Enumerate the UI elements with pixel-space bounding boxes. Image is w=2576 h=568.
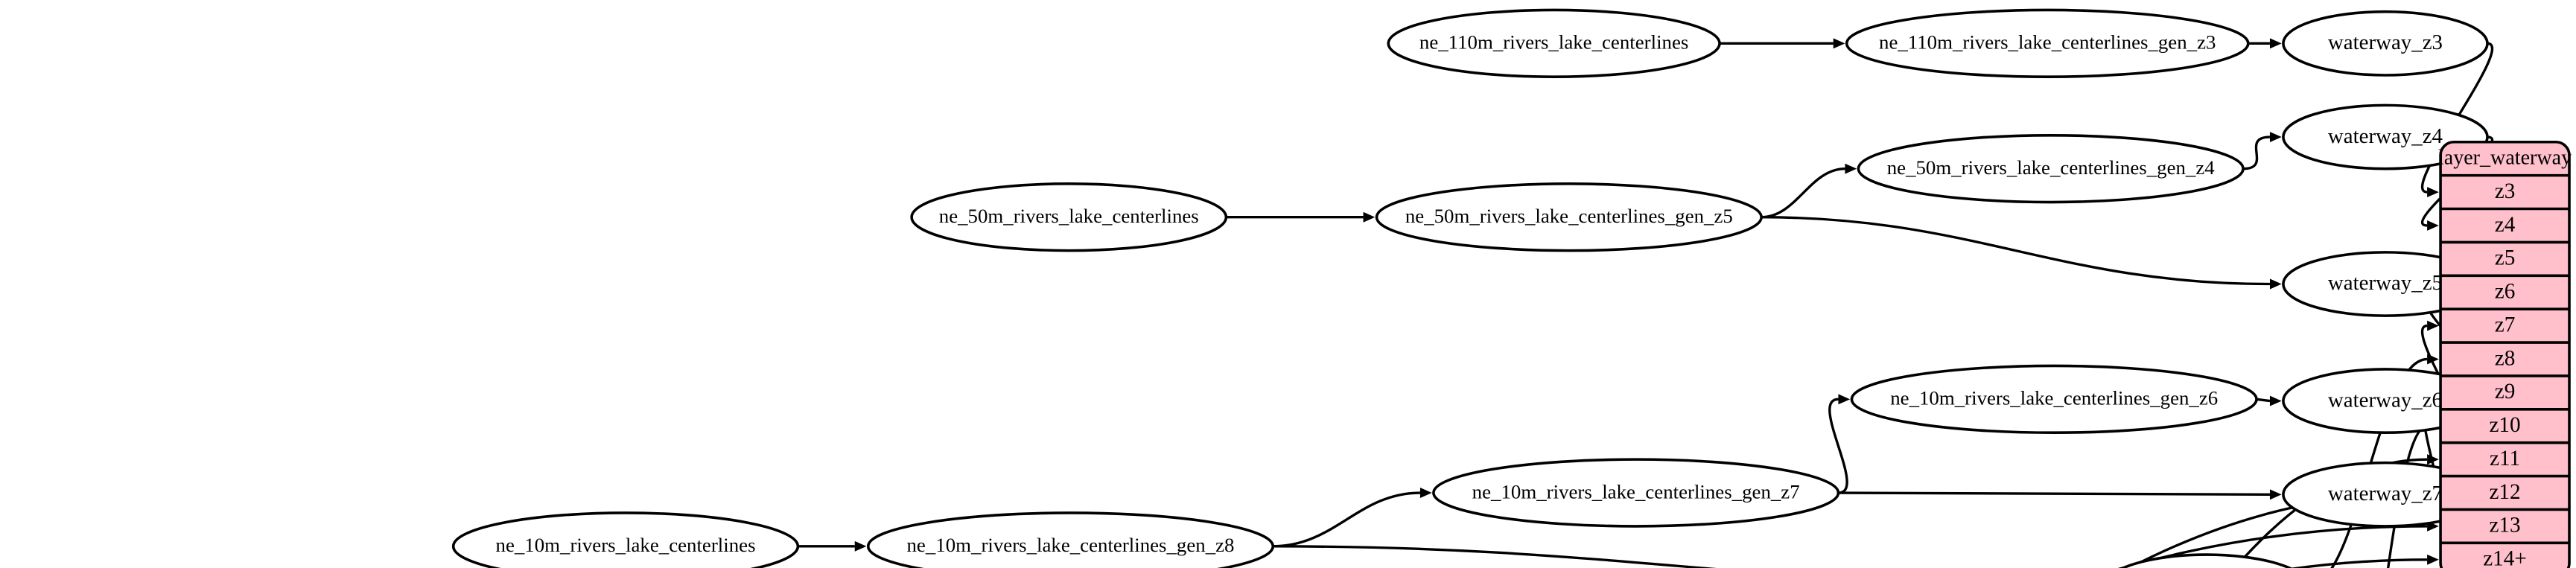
node-label: ne_10m_rivers_lake_centerlines_gen_z8 <box>907 534 1235 556</box>
edge-arrowhead <box>2427 220 2439 231</box>
node-shape <box>2282 10 2489 77</box>
edge-ne_50m_z5-to-ne_50m_z4 <box>1761 167 1845 219</box>
node-label: waterway_z4 <box>2328 124 2443 148</box>
node-label: ne_10m_rivers_lake_centerlines_gen_z6 <box>1890 387 2218 409</box>
node-label: waterway_z5 <box>2328 271 2443 295</box>
edge-ne_10m_z8-to-waterway_z8 <box>1273 545 1717 568</box>
node-shape <box>1432 458 1840 528</box>
layer-table-row-z7[interactable]: z7 <box>2495 313 2516 336</box>
layer-table-row-z8[interactable]: z8 <box>2495 346 2516 370</box>
layer-table-row-z14+[interactable]: z14+ <box>2483 547 2527 568</box>
node-shape <box>1857 133 2245 204</box>
edge-arrowhead <box>2427 187 2439 198</box>
layer-table-header: layer_waterway <box>2438 147 2572 170</box>
node-waterway_z5[interactable]: waterway_z5 <box>2282 251 2489 317</box>
node-label: waterway_z6 <box>2328 388 2443 412</box>
edge-arrowhead <box>2269 38 2282 49</box>
edge-arrowhead <box>1833 38 1845 49</box>
edge-waterway_z10-to-layer_waterway-z10 <box>2387 424 2428 568</box>
edge-waterway_z12-to-layer_waterway-z12 <box>2126 491 2428 568</box>
edge-arrowhead <box>2427 320 2439 331</box>
node-label: ne_10m_rivers_lake_centerlines_gen_z7 <box>1472 480 1800 502</box>
node-label: ne_110m_rivers_lake_centerlines <box>1419 31 1688 54</box>
node-label: ne_50m_rivers_lake_centerlines_gen_z5 <box>1405 205 1733 227</box>
node-ne_10m_z6[interactable]: ne_10m_rivers_lake_centerlines_gen_z6 <box>1850 364 2258 435</box>
edge-arrowhead <box>1838 394 1851 405</box>
node-shape <box>2282 103 2489 170</box>
edge-ne_50m_z4-to-waterway_z4 <box>2242 135 2271 170</box>
node-ne_10m[interactable]: ne_10m_rivers_lake_centerlines <box>451 511 800 568</box>
node-label: waterway_z7 <box>2328 482 2443 505</box>
edge-arrowhead <box>2269 395 2282 406</box>
node-ne_110m[interactable]: ne_110m_rivers_lake_centerlines <box>1387 8 1721 79</box>
edge-arrowhead <box>1419 488 1432 498</box>
layer-table-row-z6[interactable]: z6 <box>2495 280 2516 304</box>
node-shape <box>451 511 800 568</box>
node-ne_10m_z8[interactable]: ne_10m_rivers_lake_centerlines_gen_z8 <box>867 511 1275 568</box>
node-shape <box>2119 553 2293 568</box>
layer-table-row-z5[interactable]: z5 <box>2495 246 2516 270</box>
edge-ne_10m_z8-to-ne_10m_z7 <box>1273 491 1420 548</box>
edge-arrowhead <box>2427 554 2439 565</box>
nodes-layer: imposm3osm_waterway_linestringosm_import… <box>451 8 2489 568</box>
node-waterway_z4[interactable]: waterway_z4 <box>2282 103 2489 170</box>
layer-table-body <box>2439 140 2571 568</box>
node-waterway_z8[interactable]: waterway_z8 <box>2105 553 2309 568</box>
node-shape <box>1375 182 1763 252</box>
layer-table-row-z9[interactable]: z9 <box>2495 380 2516 403</box>
layer-waterway-table: layer_waterway z3 z4 z5 z6 z7 z8 z9 z10 z11 z12 z13… <box>2438 140 2572 568</box>
node-ne_50m[interactable]: ne_50m_rivers_lake_centerlines <box>910 182 1228 252</box>
node-shape <box>910 182 1228 252</box>
node-ne_110m_z3[interactable]: ne_110m_rivers_lake_centerlines_gen_z3 <box>1845 8 2250 79</box>
edge-arrowhead <box>2269 278 2282 290</box>
layer-table-row-z4[interactable]: z4 <box>2495 213 2516 237</box>
layer-table-row-z10[interactable]: z10 <box>2489 413 2520 437</box>
edge-arrowhead <box>2269 132 2282 142</box>
edge-ne_10m_z6-to-waterway_z6 <box>2256 398 2271 403</box>
node-label: ne_110m_rivers_lake_centerlines_gen_z3 <box>1879 31 2216 54</box>
layer-table-row-z3[interactable]: z3 <box>2495 179 2516 203</box>
node-label: ne_50m_rivers_lake_centerlines <box>939 205 1199 227</box>
layer-table-row-z11[interactable]: z11 <box>2490 447 2520 470</box>
node-label: ne_50m_rivers_lake_centerlines_gen_z4 <box>1887 156 2215 179</box>
edge-arrowhead <box>854 540 867 552</box>
node-ne_50m_z5[interactable]: ne_50m_rivers_lake_centerlines_gen_z5 <box>1375 182 1763 252</box>
edge-ne_10m_z7-to-waterway_z7 <box>1838 491 2270 496</box>
node-shape <box>1845 8 2250 79</box>
node-waterway_z3[interactable]: waterway_z3 <box>2282 10 2489 77</box>
node-label: ne_10m_rivers_lake_centerlines <box>496 534 756 556</box>
edge-arrowhead <box>1845 163 1857 174</box>
layer-table-row-z13[interactable]: z13 <box>2489 514 2520 537</box>
node-ne_10m_z7[interactable]: ne_10m_rivers_lake_centerlines_gen_z7 <box>1432 458 1840 528</box>
edge-ne_50m_z5-to-waterway_z5 <box>1761 216 2270 286</box>
node-ne_50m_z4[interactable]: ne_50m_rivers_lake_centerlines_gen_z4 <box>1857 133 2245 204</box>
node-shape <box>1387 8 1721 79</box>
node-shape <box>1850 364 2258 435</box>
node-shape <box>867 511 1275 568</box>
edge-arrowhead <box>1363 211 1376 223</box>
node-label: waterway_z3 <box>2328 31 2443 54</box>
edge-ne_10m_z7-to-ne_10m_z6 <box>1828 398 1848 494</box>
layer-table-row-z12[interactable]: z12 <box>2489 480 2520 504</box>
edges-layer <box>798 38 2494 568</box>
edge-arrowhead <box>2427 454 2439 465</box>
edge-arrowhead <box>2427 354 2439 365</box>
edge-arrowhead <box>2269 489 2282 500</box>
